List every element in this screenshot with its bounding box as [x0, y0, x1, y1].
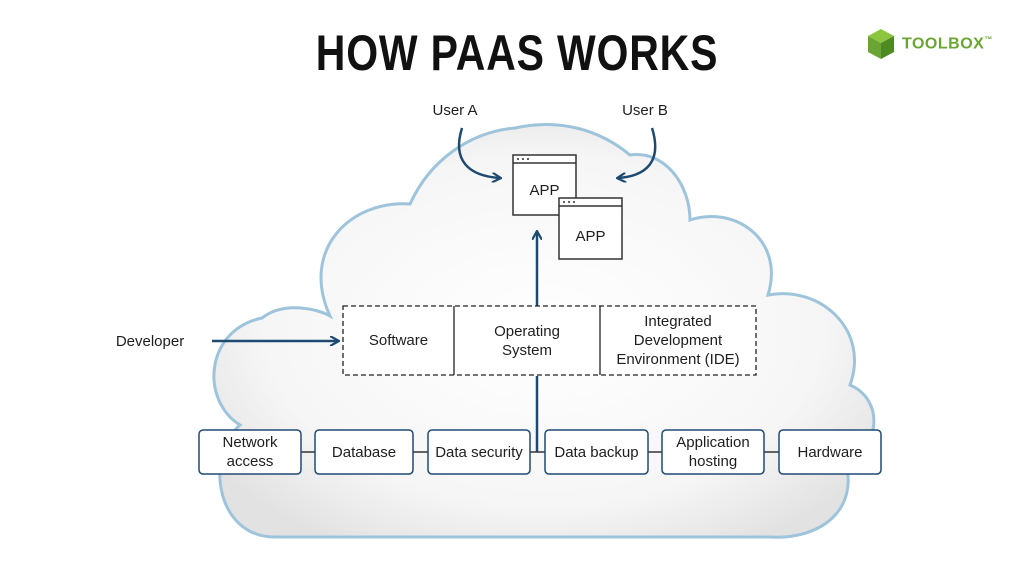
infra-network-access: Network access — [222, 434, 278, 470]
platform-layer — [342, 305, 757, 376]
infra-database: Database — [331, 443, 397, 461]
app-label-back: APP — [575, 227, 606, 245]
user-a-label: User A — [432, 101, 478, 119]
platform-ide: Integrated Development Environment (IDE) — [616, 313, 740, 368]
infra-application-hosting: Application hosting — [676, 434, 750, 470]
app-label-front: APP — [529, 181, 560, 199]
infra-hardware: Hardware — [797, 443, 863, 461]
user-a-arrow — [457, 127, 500, 178]
toolbox-logo: TOOLBOX™ — [866, 28, 993, 60]
cube-icon — [868, 29, 894, 59]
platform-operating-system: Operating System — [494, 322, 560, 359]
infra-data-security: Data security — [435, 443, 523, 461]
app-window-back — [558, 197, 623, 260]
platform-software: Software — [368, 332, 429, 349]
logo-text: TOOLBOX — [902, 35, 985, 53]
infrastructure-layer — [198, 429, 882, 475]
page-title: HOW PAAS WORKS — [315, 25, 719, 81]
infra-data-backup: Data backup — [554, 443, 639, 461]
developer-label: Developer — [115, 332, 185, 350]
user-b-label: User B — [622, 101, 668, 119]
logo-trademark: ™ — [984, 34, 993, 44]
user-b-arrow — [618, 127, 657, 178]
